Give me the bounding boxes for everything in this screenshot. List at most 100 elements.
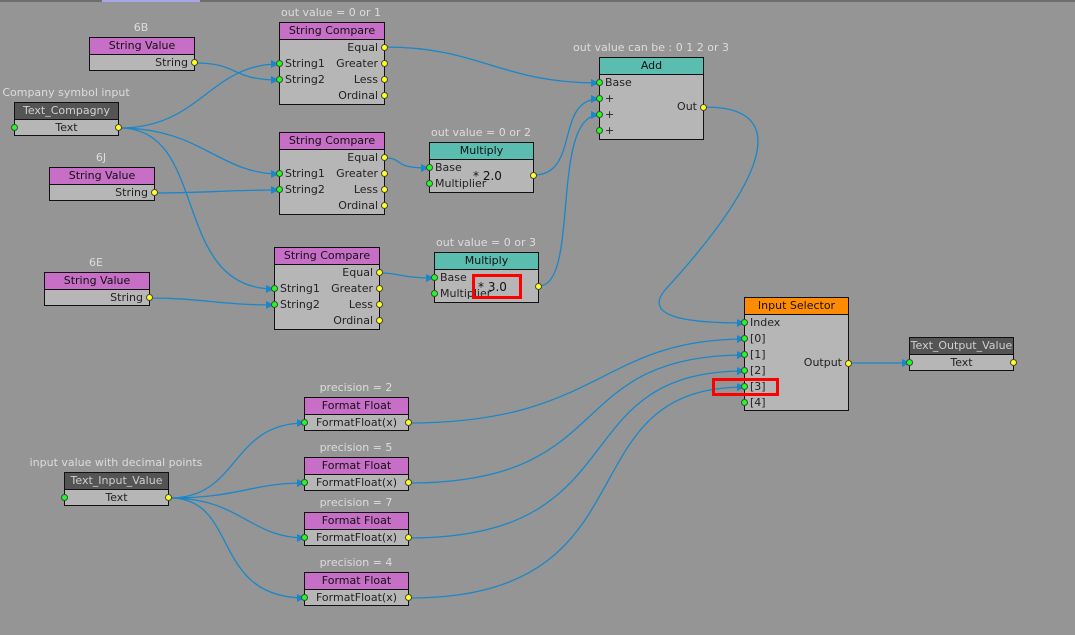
multiplier-value[interactable]: * 2.0 xyxy=(473,169,502,183)
wire-6b-to-sc1-string2 xyxy=(194,62,280,84)
output-port-icon[interactable] xyxy=(192,60,197,65)
wire-input-to-ff5 xyxy=(169,479,306,499)
output-port-icon[interactable] xyxy=(382,171,387,176)
format-float-node-5[interactable]: Format Float FormatFloat(x) xyxy=(302,457,411,491)
output-port-icon[interactable] xyxy=(377,286,382,291)
port-label: Base xyxy=(605,76,632,89)
wire-ff7-to-sel2 xyxy=(408,367,746,539)
string-value-node-6e[interactable]: String Value String xyxy=(44,272,152,306)
output-port-icon[interactable] xyxy=(1011,360,1016,365)
output-port-icon[interactable] xyxy=(377,302,382,307)
node-title: String Value xyxy=(50,168,154,185)
input-port-icon[interactable] xyxy=(277,187,282,192)
output-port-icon[interactable] xyxy=(382,45,387,50)
output-port-icon[interactable] xyxy=(406,420,411,425)
port-label: FormatFloat(x) xyxy=(315,416,398,429)
port-label: Greater xyxy=(336,167,378,180)
format-float-node-4[interactable]: Format Float FormatFloat(x) xyxy=(302,572,411,606)
input-port-icon[interactable] xyxy=(277,77,282,82)
active-tab-indicator[interactable] xyxy=(102,0,200,2)
output-port-icon[interactable] xyxy=(116,125,121,130)
port-label: Equal xyxy=(347,41,378,54)
caption-ff2: precision = 2 xyxy=(319,381,393,394)
input-port-icon[interactable] xyxy=(742,352,747,357)
wire-mul3-to-add-plus2 xyxy=(538,111,600,287)
input-port-icon[interactable] xyxy=(302,480,307,485)
output-port-icon[interactable] xyxy=(166,495,171,500)
input-port-icon[interactable] xyxy=(597,128,602,133)
output-port-icon[interactable] xyxy=(406,480,411,485)
caption-sc1: out value = 0 or 1 xyxy=(280,6,382,19)
add-node[interactable]: Add Base + + + Out xyxy=(597,57,706,140)
output-port-icon[interactable] xyxy=(382,93,387,98)
output-port-icon[interactable] xyxy=(152,190,157,195)
output-port-icon[interactable] xyxy=(701,105,706,110)
editor-top-border xyxy=(0,0,1075,2)
text-input-node[interactable]: Text_Input_Value Text xyxy=(62,472,171,506)
multiply-node-2[interactable]: Multiply Base Multiplier * 2.0 xyxy=(427,142,536,193)
input-port-icon[interactable] xyxy=(272,286,277,291)
output-port-icon[interactable] xyxy=(406,595,411,600)
output-port-icon[interactable] xyxy=(382,77,387,82)
wire-sc2-equal-to-mul2-base xyxy=(384,157,430,172)
port-label: [4] xyxy=(750,396,766,409)
input-port-icon[interactable] xyxy=(302,535,307,540)
input-port-icon[interactable] xyxy=(907,360,912,365)
output-port-icon[interactable] xyxy=(382,61,387,66)
port-label: + xyxy=(605,108,615,121)
text-output-node[interactable]: Text_Output_Value Text xyxy=(907,337,1016,371)
input-port-icon[interactable] xyxy=(432,291,437,296)
input-selector-node[interactable]: Input Selector Index [0] [1] [2] [3] [4]… xyxy=(742,297,851,411)
output-port-icon[interactable] xyxy=(382,155,387,160)
input-port-icon[interactable] xyxy=(302,595,307,600)
format-float-node-7[interactable]: Format Float FormatFloat(x) xyxy=(302,512,411,546)
node-title: Text_Output_Value xyxy=(910,338,1013,355)
port-label: [1] xyxy=(750,348,766,361)
input-port-icon[interactable] xyxy=(742,368,747,373)
input-port-icon[interactable] xyxy=(742,384,747,389)
port-label: Text xyxy=(105,491,128,504)
input-port-icon[interactable] xyxy=(277,171,282,176)
text-company-node[interactable]: Text_Compagny Text xyxy=(12,102,121,136)
output-port-icon[interactable] xyxy=(377,270,382,275)
output-port-icon[interactable] xyxy=(382,187,387,192)
input-port-icon[interactable] xyxy=(277,61,282,66)
input-port-icon[interactable] xyxy=(742,320,747,325)
input-port-icon[interactable] xyxy=(272,302,277,307)
node-title: String Compare xyxy=(280,133,384,150)
input-port-icon[interactable] xyxy=(597,112,602,117)
output-port-icon[interactable] xyxy=(382,203,387,208)
input-port-icon[interactable] xyxy=(742,336,747,341)
port-label: + xyxy=(605,92,615,105)
input-port-icon[interactable] xyxy=(597,80,602,85)
string-value-node-6b[interactable]: String Value String xyxy=(89,37,197,71)
output-port-icon[interactable] xyxy=(536,284,541,289)
highlight-box-index-3 xyxy=(712,378,779,396)
port-label: Text xyxy=(950,356,973,369)
node-title: String Compare xyxy=(275,248,379,265)
multiplier-value[interactable]: * 3.0 xyxy=(478,280,507,294)
input-port-icon[interactable] xyxy=(742,400,747,405)
output-port-icon[interactable] xyxy=(147,295,152,300)
output-port-icon[interactable] xyxy=(406,535,411,540)
port-label: Base xyxy=(440,271,467,284)
input-port-icon[interactable] xyxy=(62,495,67,500)
wire-sc1-equal-to-add-base xyxy=(384,46,600,87)
input-port-icon[interactable] xyxy=(427,165,432,170)
wire-mul2-to-add-plus1 xyxy=(533,95,600,176)
output-port-icon[interactable] xyxy=(846,361,851,366)
output-port-icon[interactable] xyxy=(377,318,382,323)
input-port-icon[interactable] xyxy=(302,420,307,425)
port-label: Equal xyxy=(342,266,373,279)
format-float-node-2[interactable]: Format Float FormatFloat(x) xyxy=(302,397,411,431)
output-port-icon[interactable] xyxy=(531,173,536,178)
input-port-icon[interactable] xyxy=(597,96,602,101)
input-port-icon[interactable] xyxy=(12,125,17,130)
port-label: + xyxy=(605,124,615,137)
input-port-icon[interactable] xyxy=(427,181,432,186)
input-port-icon[interactable] xyxy=(432,275,437,280)
string-value-node-6j[interactable]: String Value String xyxy=(49,167,157,201)
